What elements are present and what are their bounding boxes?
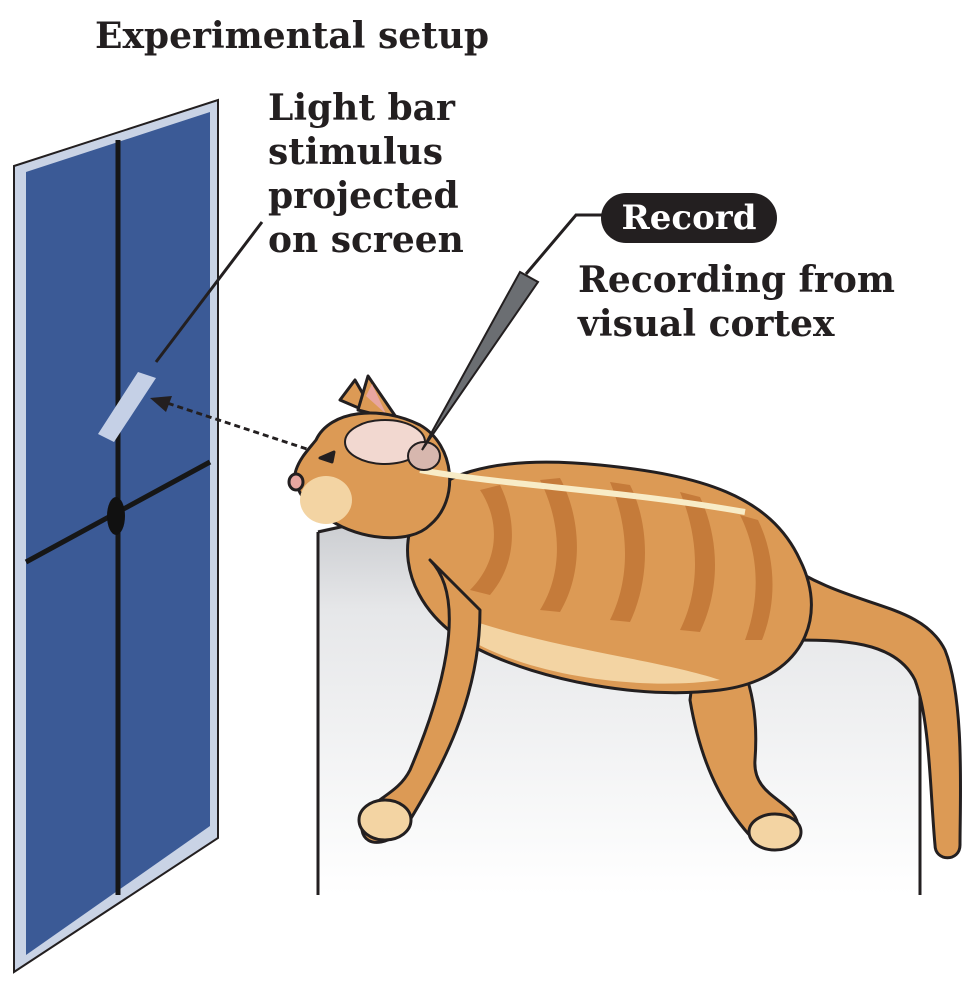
stimulus-label: Light bar stimulus projected on screen	[268, 86, 464, 262]
recording-label: Recording from visual cortex	[578, 258, 895, 346]
light-bar-stimulus	[98, 372, 156, 442]
cat-eye	[318, 450, 336, 464]
cat-back-paw	[747, 812, 803, 852]
cat-front-paw	[357, 798, 413, 842]
cat-stripes	[470, 478, 773, 640]
spinal-cord	[419, 467, 746, 515]
stimulus-label-line-4: on screen	[268, 219, 464, 261]
stimulus-label-line-3: projected	[268, 175, 459, 217]
gaze-arrow	[150, 396, 317, 454]
cat-muzzle	[300, 476, 352, 524]
cat-belly	[470, 620, 720, 684]
stimulus-label-line-1: Light bar	[268, 87, 455, 129]
cat-cerebellum	[407, 441, 441, 471]
recording-label-line-1: Recording from	[578, 259, 896, 301]
cat	[287, 374, 963, 860]
diagram-title: Experimental setup	[95, 15, 490, 57]
fixation-point	[107, 497, 125, 535]
projection-screen	[13, 98, 219, 974]
record-button[interactable]: Record	[601, 193, 777, 243]
cat-tail	[778, 558, 963, 860]
stimulus-label-line-2: stimulus	[268, 131, 443, 173]
cat-nose	[287, 472, 305, 492]
stimulus-pointer-line	[154, 221, 264, 363]
recording-label-line-2: visual cortex	[578, 303, 835, 345]
recording-electrode	[421, 213, 602, 451]
